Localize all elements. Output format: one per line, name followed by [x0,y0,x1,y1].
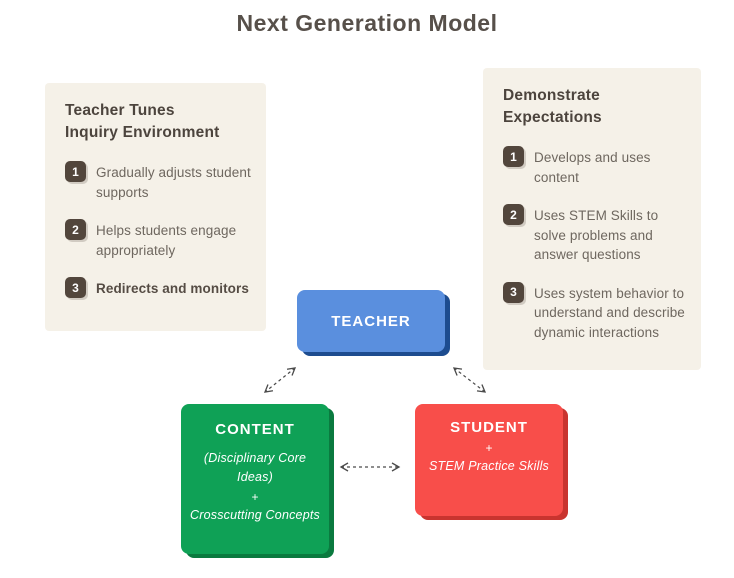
list-item-text: Gradually adjusts student supports [96,165,251,200]
panel-teacher-tunes: Teacher Tunes Inquiry Environment 1 Grad… [45,83,266,331]
list-item-text: Uses STEM Skills to solve problems and a… [534,208,659,263]
list-item: 3 Redirects and monitors [65,277,252,299]
arrow-teacher-content [263,367,297,393]
step-number-badge: 3 [503,281,524,303]
node-content-sub2: Crosscutting Concepts [190,507,320,522]
panel-title-line1: Teacher Tunes [65,102,175,119]
node-student-sub1: STEM Practice Skills [429,459,549,473]
step-number-badge: 3 [65,277,86,299]
list-item: 1 Gradually adjusts student supports [65,161,252,202]
node-content-plus: + [251,489,259,504]
list-item-text: Helps students engage appropriately [96,223,237,258]
node-content-label: CONTENT [215,421,295,438]
node-content: CONTENT (Disciplinary Core Ideas) + Cros… [181,404,329,554]
list-item-text: Develops and uses content [534,150,651,185]
node-content-sub1: (Disciplinary Core Ideas) [203,451,307,485]
list-item: 1 Develops and uses content [503,146,687,187]
panel-title-line1: Demonstrate [503,87,600,104]
node-teacher-label: TEACHER [331,312,411,330]
list-item-text: Redirects and monitors [96,281,249,297]
list-item: 2 Helps students engage appropriately [65,219,252,260]
node-student: STUDENT + STEM Practice Skills [415,404,563,516]
step-number-badge: 2 [503,204,524,226]
list-item-text: Uses system behavior to understand and d… [534,285,685,340]
step-number-badge: 2 [65,219,86,241]
panel-title-line2: Expectations [503,109,602,126]
panel-teacher-tunes-title: Teacher Tunes Inquiry Environment [65,100,252,144]
arrow-teacher-student [452,367,487,393]
list-item: 3 Uses system behavior to understand and… [503,281,687,343]
panel-demonstrate-title: Demonstrate Expectations [503,85,687,129]
step-number-badge: 1 [65,161,86,182]
panel-demonstrate-expectations: Demonstrate Expectations 1 Develops and … [483,68,701,370]
page-title: Next Generation Model [236,10,498,36]
step-number-badge: 1 [503,146,524,167]
panel-title-line2: Inquiry Environment [65,124,220,141]
node-student-plus: + [485,441,493,455]
node-student-label: STUDENT [450,419,528,436]
node-teacher: TEACHER [297,290,445,352]
list-item: 2 Uses STEM Skills to solve problems and… [503,204,687,265]
